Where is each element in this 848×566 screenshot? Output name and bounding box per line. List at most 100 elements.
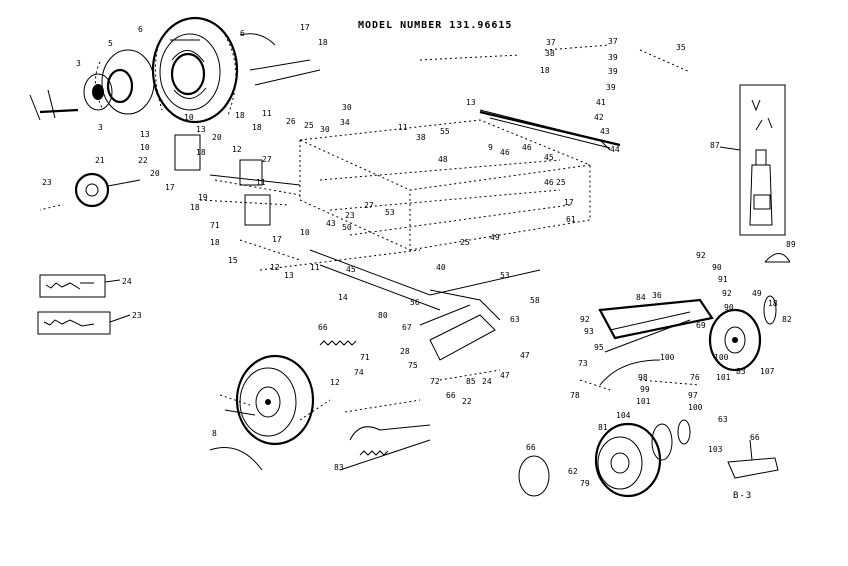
callout: 66 [750,433,760,442]
grip-handle [727,439,779,479]
callout: 75 [408,361,418,370]
axle-pin [29,89,79,121]
callout: 99 [640,385,650,394]
callout: 30 [320,125,330,134]
callout: 13 [466,98,476,107]
callout: 82 [782,315,792,324]
callout: 18 [540,66,550,75]
front-wheel-left [209,354,315,471]
callout: 11 [262,109,272,118]
callout: 38 [416,133,426,142]
callout: 13 [140,130,150,139]
main-frame [298,109,611,251]
callout: 25 [460,238,470,247]
callout: 89 [786,240,796,249]
callout: 101 [636,397,651,406]
callout: 91 [718,275,728,284]
callout: 17 [564,198,574,207]
callout: 46 [500,148,510,157]
callout: 13 [196,125,206,134]
sprocket-gear [39,172,141,211]
callout: 3 [98,123,103,132]
callout: 46 [522,143,532,152]
callout: 18 [252,123,262,132]
mounting-brackets [174,134,301,226]
dome-cap [764,253,791,263]
tension-spring [319,340,357,346]
callout: 78 [570,391,580,400]
callout: 11 [256,178,266,187]
callout: 20 [150,169,160,178]
callout: 37 [546,38,556,47]
decal-small [39,274,121,298]
callout: 74 [354,368,364,377]
callout: 39 [608,67,618,76]
parts-kit-box [719,84,786,236]
callout: 107 [760,367,775,376]
callout: 12 [270,263,280,272]
callout: 11 [310,263,320,272]
callout: 12 [232,145,242,154]
callout: 36 [652,291,662,300]
callout: 15 [228,256,238,265]
callout: 18 [196,148,206,157]
callout: 9 [488,143,493,152]
callout: 63 [510,315,520,324]
callout: 93 [584,327,594,336]
callout-labels: 6 5 3 3 21 23 13 10 22 20 17 10 13 20 18… [42,23,796,488]
callout: 19 [198,193,208,202]
callout: 23 [42,178,52,187]
callout: 92 [580,315,590,324]
deck-bracket [419,304,496,361]
callout: 50 [342,223,352,232]
callout: 71 [360,353,370,362]
callout: 10 [140,143,150,152]
callout: 92 [696,251,706,260]
callout: 58 [530,296,540,305]
callout: 95 [594,343,604,352]
callout: 104 [616,411,631,420]
hub-cap [83,73,113,111]
wheel-hub-cover [95,49,155,115]
callout: 56 [410,298,420,307]
callout: 100 [714,353,729,362]
callout: 100 [688,403,703,412]
callout: 28 [400,347,410,356]
callout: 25 [556,178,566,187]
callout: 72 [430,377,440,386]
callout: 10 [300,228,310,237]
callout: 24 [482,377,492,386]
callout: 27 [364,201,374,210]
front-wheel-right [708,295,777,372]
callout: 42 [594,113,604,122]
callout: 35 [676,43,686,52]
callout: 18 [235,111,245,120]
callout: 10 [184,113,194,122]
callout: 46 [544,178,554,187]
callout: 21 [95,156,105,165]
callout: 103 [708,445,723,454]
callout: 84 [636,293,646,302]
cap-disc [518,455,550,497]
callout: 17 [165,183,175,192]
callout: 17 [272,235,282,244]
callout: 40 [436,263,446,272]
callout: 76 [690,373,700,382]
callout: 39 [606,83,616,92]
callout: 62 [568,467,578,476]
callout: 23 [345,211,355,220]
callout: 90 [724,303,734,312]
callout: 20 [212,133,222,142]
callout: 45 [346,265,356,274]
callout: 41 [596,98,606,107]
callout: 80 [378,311,388,320]
callout: 18 [768,299,778,308]
callout: 39 [608,53,618,62]
callout: 79 [580,479,590,488]
callout: 100 [660,353,675,362]
callout: 92 [722,289,732,298]
front-wheel-lower [594,419,691,498]
callout: 98 [638,373,648,382]
callout: 30 [342,103,352,112]
